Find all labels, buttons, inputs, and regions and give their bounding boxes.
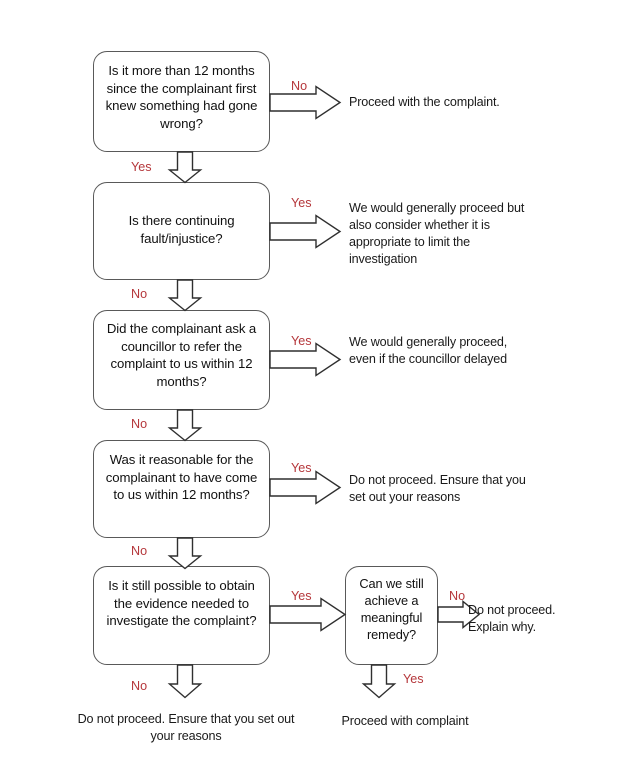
outcome-text-proceed-complaint: Proceed with the complaint. xyxy=(349,95,500,109)
outcome-text-do-not-proceed-reasons-q5: Do not proceed. Ensure that you set out … xyxy=(77,712,295,743)
edge-label-q1-no: No xyxy=(291,79,308,93)
decision-node-q3: Did the complainant ask a councillor to … xyxy=(93,310,270,410)
arrow-q5-yes xyxy=(269,597,347,632)
decision-node-q3-label: Did the complainant ask a councillor to … xyxy=(106,321,257,389)
decision-node-q4-label: Was it reasonable for the complainant to… xyxy=(105,452,258,502)
edge-label-q2-no: No xyxy=(131,287,148,301)
edge-label-q6-no: No xyxy=(449,589,466,603)
outcome-text-generally-proceed-councillor: We would generally proceed, even if the … xyxy=(349,335,508,366)
arrow-q1-yes-down xyxy=(167,151,203,184)
edge-label-q5-yes: Yes xyxy=(291,589,312,603)
outcome-text-do-not-proceed-reasons-q4: Do not proceed. Ensure that you set out … xyxy=(349,473,526,504)
decision-node-q1-label: Is it more than 12 months since the comp… xyxy=(105,63,258,131)
arrow-q4-no-down xyxy=(167,537,203,570)
decision-node-q1: Is it more than 12 months since the comp… xyxy=(93,51,270,152)
arrow-q3-no-down xyxy=(167,409,203,442)
edge-label-q1-yes: Yes xyxy=(131,160,152,174)
arrow-q2-yes xyxy=(269,214,342,249)
decision-node-q6-label: Can we still achieve a meaningful remedy… xyxy=(359,576,424,642)
decision-node-q2: Is there continuing fault/injustice? xyxy=(93,182,270,280)
decision-node-q6: Can we still achieve a meaningful remedy… xyxy=(345,566,438,665)
edge-label-q3-no: No xyxy=(131,417,148,431)
arrow-q6-no xyxy=(437,600,481,629)
edge-label-q4-no: No xyxy=(131,544,148,558)
decision-node-q2-label: Is there continuing fault/injustice? xyxy=(128,213,235,246)
edge-label-q5-no: No xyxy=(131,679,148,693)
decision-node-q5-label: Is it still possible to obtain the evide… xyxy=(106,578,257,628)
arrow-q2-no-down xyxy=(167,279,203,312)
arrow-q6-yes-down xyxy=(361,664,397,699)
outcome-text-do-not-proceed-explain: Do not proceed. Explain why. xyxy=(468,603,556,634)
outcome-text-proceed-with-complaint: Proceed with complaint xyxy=(341,714,469,728)
arrow-q3-yes xyxy=(269,342,342,377)
arrow-q1-no xyxy=(269,85,342,120)
outcome-text-generally-proceed-limit: We would generally proceed but also cons… xyxy=(349,201,525,266)
edge-label-q4-yes: Yes xyxy=(291,461,312,475)
edge-label-q3-yes: Yes xyxy=(291,334,312,348)
edge-label-q6-yes: Yes xyxy=(403,672,424,686)
decision-node-q4: Was it reasonable for the complainant to… xyxy=(93,440,270,538)
arrow-q4-yes xyxy=(269,470,342,505)
arrow-q5-no-down xyxy=(167,664,203,699)
decision-node-q5: Is it still possible to obtain the evide… xyxy=(93,566,270,665)
edge-label-q2-yes: Yes xyxy=(291,196,312,210)
